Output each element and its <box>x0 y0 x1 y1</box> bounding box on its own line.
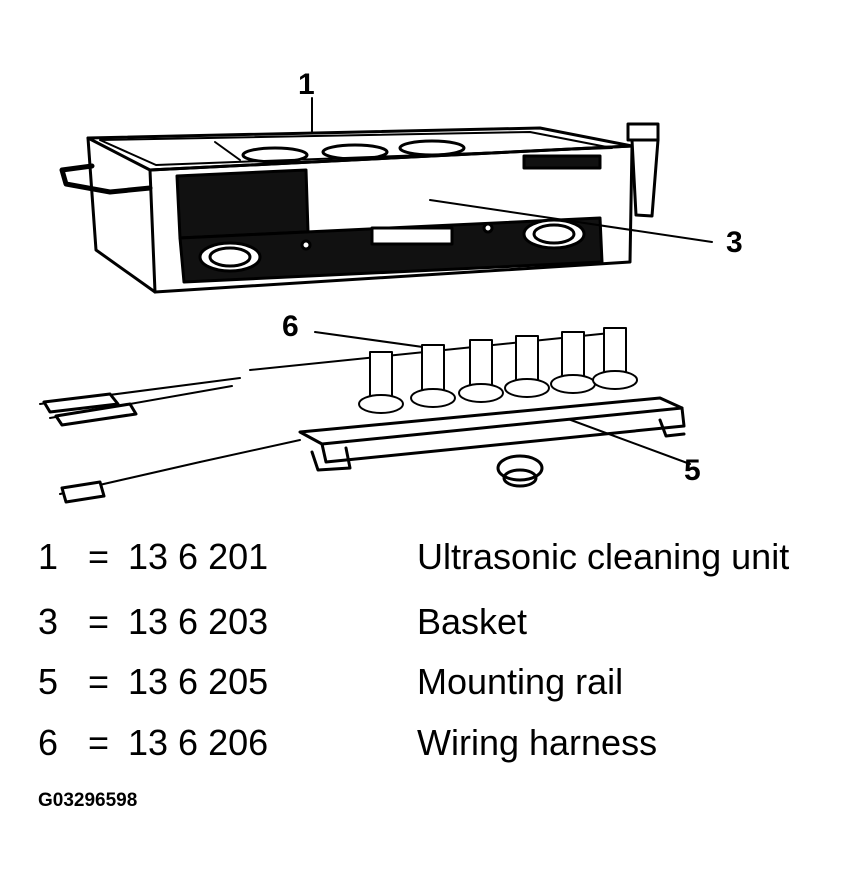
legend-description: Wiring harness <box>417 722 658 763</box>
legend-equals: = <box>88 722 110 763</box>
exploded-parts-illustration: 1 3 6 5 <box>39 68 743 504</box>
legend-part-number: 13 6 206 <box>128 722 269 763</box>
legend-description: Mounting rail <box>417 661 624 702</box>
legend-item-number: 1 <box>38 536 59 577</box>
legend-description: Basket <box>417 601 528 642</box>
legend-equals: = <box>88 536 110 577</box>
legend-equals: = <box>88 661 110 702</box>
legend-item-number: 6 <box>38 722 59 763</box>
legend-part-number: 13 6 203 <box>128 601 269 642</box>
legend-part-number: 13 6 205 <box>128 661 269 702</box>
legend-item-number: 5 <box>38 661 59 702</box>
legend-equals: = <box>88 601 110 642</box>
mounting-rail-drawing <box>298 396 686 488</box>
callout-3: 1 <box>298 68 315 101</box>
wiring-harness-drawing <box>39 327 638 504</box>
legend-part-number: 13 6 201 <box>128 536 269 577</box>
callout-6: 6 <box>282 310 299 343</box>
callout-1: 3 <box>726 226 743 259</box>
figure-id: G03296598 <box>38 790 138 811</box>
callout-5: 5 <box>684 454 701 487</box>
legend-item-number: 3 <box>38 601 59 642</box>
legend-description: Ultrasonic cleaning unit <box>417 536 790 577</box>
ultrasonic-cleaning-unit-drawing <box>59 122 660 294</box>
